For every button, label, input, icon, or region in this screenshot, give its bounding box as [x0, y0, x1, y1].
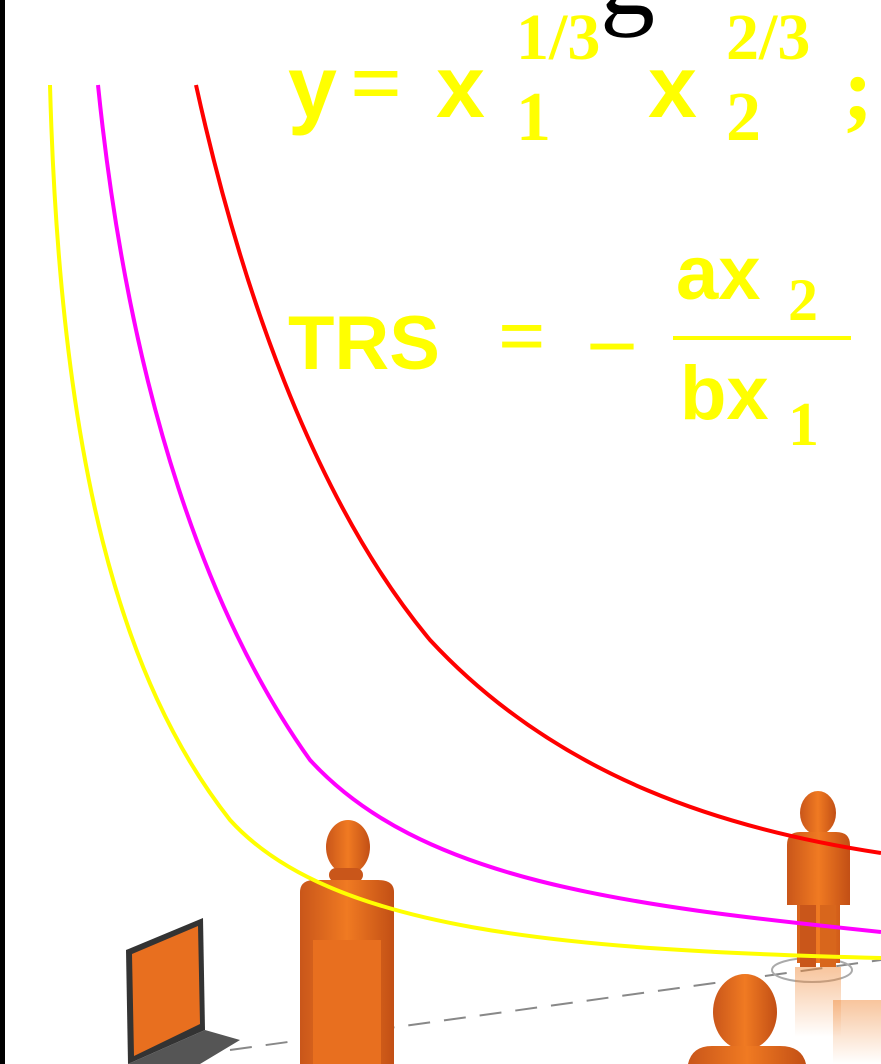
trs-denominator: bx	[680, 350, 769, 437]
formula-x1-subscript: 1	[516, 78, 551, 158]
formula-x2: x	[648, 36, 697, 138]
trs-formula: TRS = – ax 2 bx 1	[288, 230, 881, 470]
trs-denominator-subscript: 1	[788, 390, 819, 461]
trs-label: TRS	[288, 300, 440, 387]
formula-x2-exponent: 2/3	[726, 0, 810, 76]
trs-minus: –	[591, 290, 633, 387]
magenta-indifference-curve	[98, 85, 881, 932]
formula-x1-exponent: 1/3	[516, 0, 600, 76]
trs-numerator: ax	[676, 230, 761, 317]
trs-fraction-bar	[673, 336, 851, 340]
person-figure-icon	[688, 974, 881, 1064]
formula-equals: =	[350, 30, 402, 136]
utility-formula: y = x 1/3 1 x 2/3 2 ;	[288, 0, 881, 160]
formula-semicolon: ;	[843, 38, 873, 141]
trs-equals: =	[498, 288, 546, 385]
formula-x1: x	[436, 36, 485, 138]
formula-y: y	[288, 36, 337, 138]
person-figure-icon	[300, 820, 394, 1064]
formula-x2-subscript: 2	[726, 78, 761, 158]
laptop-icon	[70, 918, 240, 1064]
trs-numerator-subscript: 2	[788, 266, 818, 335]
